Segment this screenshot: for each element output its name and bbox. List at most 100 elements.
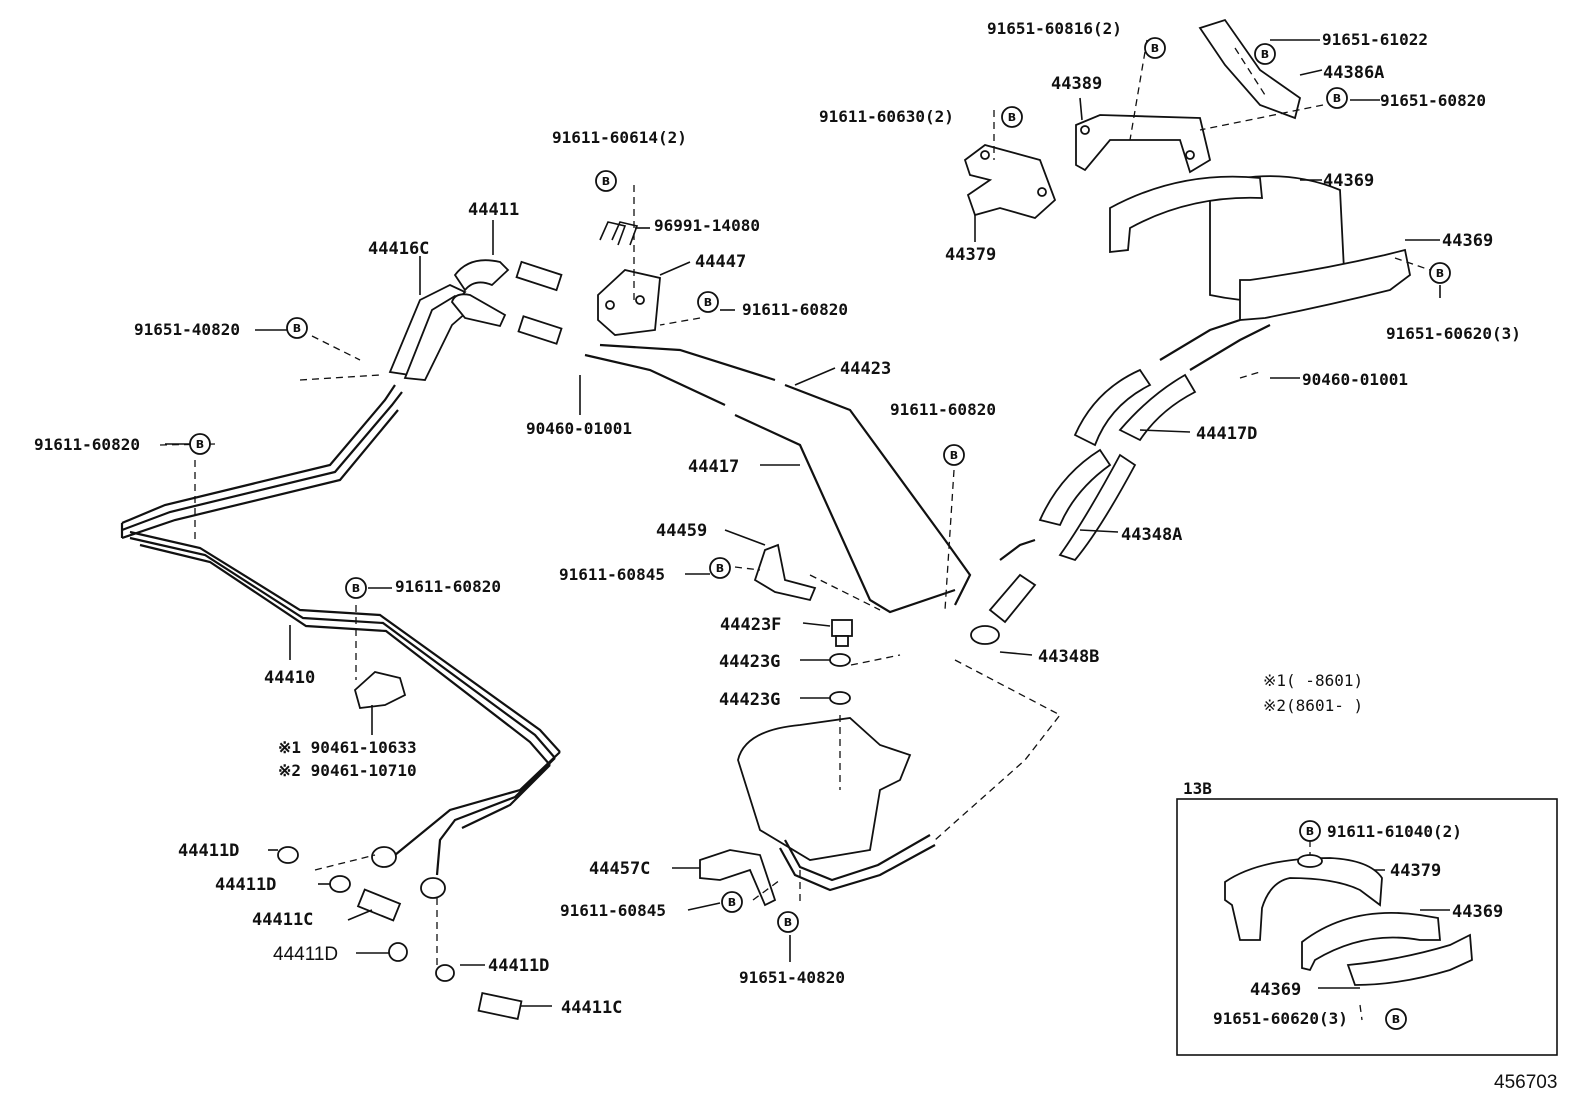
bracket-44447 [597, 269, 661, 336]
label-91611-60614: 91611-60614(2) [552, 128, 687, 147]
label-91611-60820: 91611-60820 [34, 435, 140, 454]
main-fuel-pipe-assembly [120, 384, 561, 876]
bolt-marker-icon: B [1299, 820, 1321, 842]
label-44411: 44411 [468, 200, 519, 220]
label-91611-60820: 91611-60820 [742, 300, 848, 319]
label-96991-14080: 96991-14080 [654, 216, 760, 235]
svg-text:B: B [1333, 92, 1341, 105]
label-44411C: 44411C [561, 998, 622, 1018]
label-90461-10710: ※2 90461-10710 [278, 761, 417, 780]
label-44411D: 44411D [273, 944, 338, 965]
label-91651-40820: 91651-40820 [739, 968, 845, 987]
fuel-filter-body [1109, 175, 1411, 321]
bolt-marker-icon: B [1385, 1008, 1407, 1030]
label-44386A: 44386A [1323, 63, 1384, 83]
label-inset-44369: 44369 [1250, 980, 1301, 1000]
svg-text:B: B [1306, 825, 1314, 838]
fitting-44411D-a [277, 846, 299, 864]
label-44369: 44369 [1323, 171, 1374, 191]
svg-text:B: B [728, 896, 736, 909]
label-91651-60620: 91651-60620(3) [1213, 1009, 1348, 1028]
bolt-marker-icon: B [697, 291, 719, 313]
fitting-44411D-b [329, 875, 351, 893]
label-44423G: 44423G [719, 690, 780, 710]
bolt-marker-icon: B [1429, 262, 1451, 284]
bolt-marker-icon: B [1326, 87, 1348, 109]
svg-text:B: B [352, 582, 360, 595]
label-91611-60845: 91611-60845 [559, 565, 665, 584]
svg-text:B: B [704, 296, 712, 309]
svg-text:B: B [196, 438, 204, 451]
figure-number: 456703 [1494, 1072, 1557, 1093]
clamp-44348B [970, 625, 1000, 645]
svg-text:B: B [1436, 267, 1444, 280]
label-44423F: 44423F [720, 615, 781, 635]
bolt-marker-icon: B [943, 444, 965, 466]
label-44417D: 44417D [1196, 424, 1257, 444]
fitting-44411D-d [435, 964, 455, 982]
label-inset-44379: 44379 [1390, 861, 1441, 881]
bolt-marker-icon: B [595, 170, 617, 192]
bolt-marker-icon: B [189, 433, 211, 455]
bracket-44386A [1198, 18, 1302, 120]
label-inset-44369: 44369 [1452, 902, 1503, 922]
svg-text:B: B [293, 322, 301, 335]
label-44348B: 44348B [1038, 647, 1099, 667]
fitting-44411D-c [388, 942, 408, 962]
label-44423G: 44423G [719, 652, 780, 672]
label-91611-60845: 91611-60845 [560, 901, 666, 920]
fitting-44411C-b [477, 991, 523, 1021]
svg-text:B: B [716, 562, 724, 575]
label-91611-60630: 91611-60630(2) [819, 107, 954, 126]
label-44447: 44447 [695, 252, 746, 272]
label-91651-40820: 91651-40820 [134, 320, 240, 339]
hose-44411 [451, 259, 563, 345]
label-91651-60816: 91651-60816(2) [987, 19, 1122, 38]
label-inset-13B: 13B [1183, 779, 1212, 798]
washer-44423G-b [829, 691, 851, 705]
label-44423: 44423 [840, 359, 891, 379]
label-91651-60620: 91651-60620(3) [1386, 324, 1521, 343]
bolt-marker-icon: B [709, 557, 731, 579]
label-44389: 44389 [1051, 74, 1102, 94]
svg-text:B: B [1151, 42, 1159, 55]
bolt-marker-icon: B [1144, 37, 1166, 59]
bolt-marker-icon: B [777, 911, 799, 933]
label-44369: 44369 [1442, 231, 1493, 251]
label-91611-61040: 91611-61040(2) [1327, 822, 1462, 841]
bracket-44457C [699, 849, 777, 907]
bolt-44423F [831, 619, 853, 647]
label-44411C: 44411C [252, 910, 313, 930]
label-90460-01001: 90460-01001 [1302, 370, 1408, 389]
pipes-44423-44417 [584, 343, 972, 614]
svg-text:B: B [950, 449, 958, 462]
label-91651-61022: 91651-61022 [1322, 30, 1428, 49]
bracket-44389 [1075, 114, 1212, 174]
label-44411D: 44411D [215, 875, 276, 895]
svg-text:B: B [784, 916, 792, 929]
label-44457C: 44457C [589, 859, 650, 879]
svg-text:B: B [602, 175, 610, 188]
svg-text:B: B [1392, 1013, 1400, 1026]
svg-text:B: B [1261, 48, 1269, 61]
label-91611-60820: 91611-60820 [890, 400, 996, 419]
label-note-2: ※2(8601- ) [1263, 696, 1363, 715]
label-44379: 44379 [945, 245, 996, 265]
label-44417: 44417 [688, 457, 739, 477]
label-44410: 44410 [264, 668, 315, 688]
label-44411D: 44411D [488, 956, 549, 976]
bolt-marker-icon: B [1001, 106, 1023, 128]
label-note-1: ※1( -8601) [1263, 671, 1363, 690]
fuel-pump-unit [737, 717, 936, 892]
dashed-assembly-lines [159, 39, 1431, 965]
label-91611-60820: 91611-60820 [395, 577, 501, 596]
label-44411D: 44411D [178, 841, 239, 861]
label-90461-10633: ※1 90461-10633 [278, 738, 417, 757]
label-90460-01001: 90460-01001 [526, 419, 632, 438]
clip-96991-14080 [599, 221, 639, 246]
bracket-44459 [753, 543, 817, 602]
label-44416C: 44416C [368, 239, 429, 259]
bolt-marker-icon: B [721, 891, 743, 913]
pipe-end-fittings [371, 846, 446, 899]
